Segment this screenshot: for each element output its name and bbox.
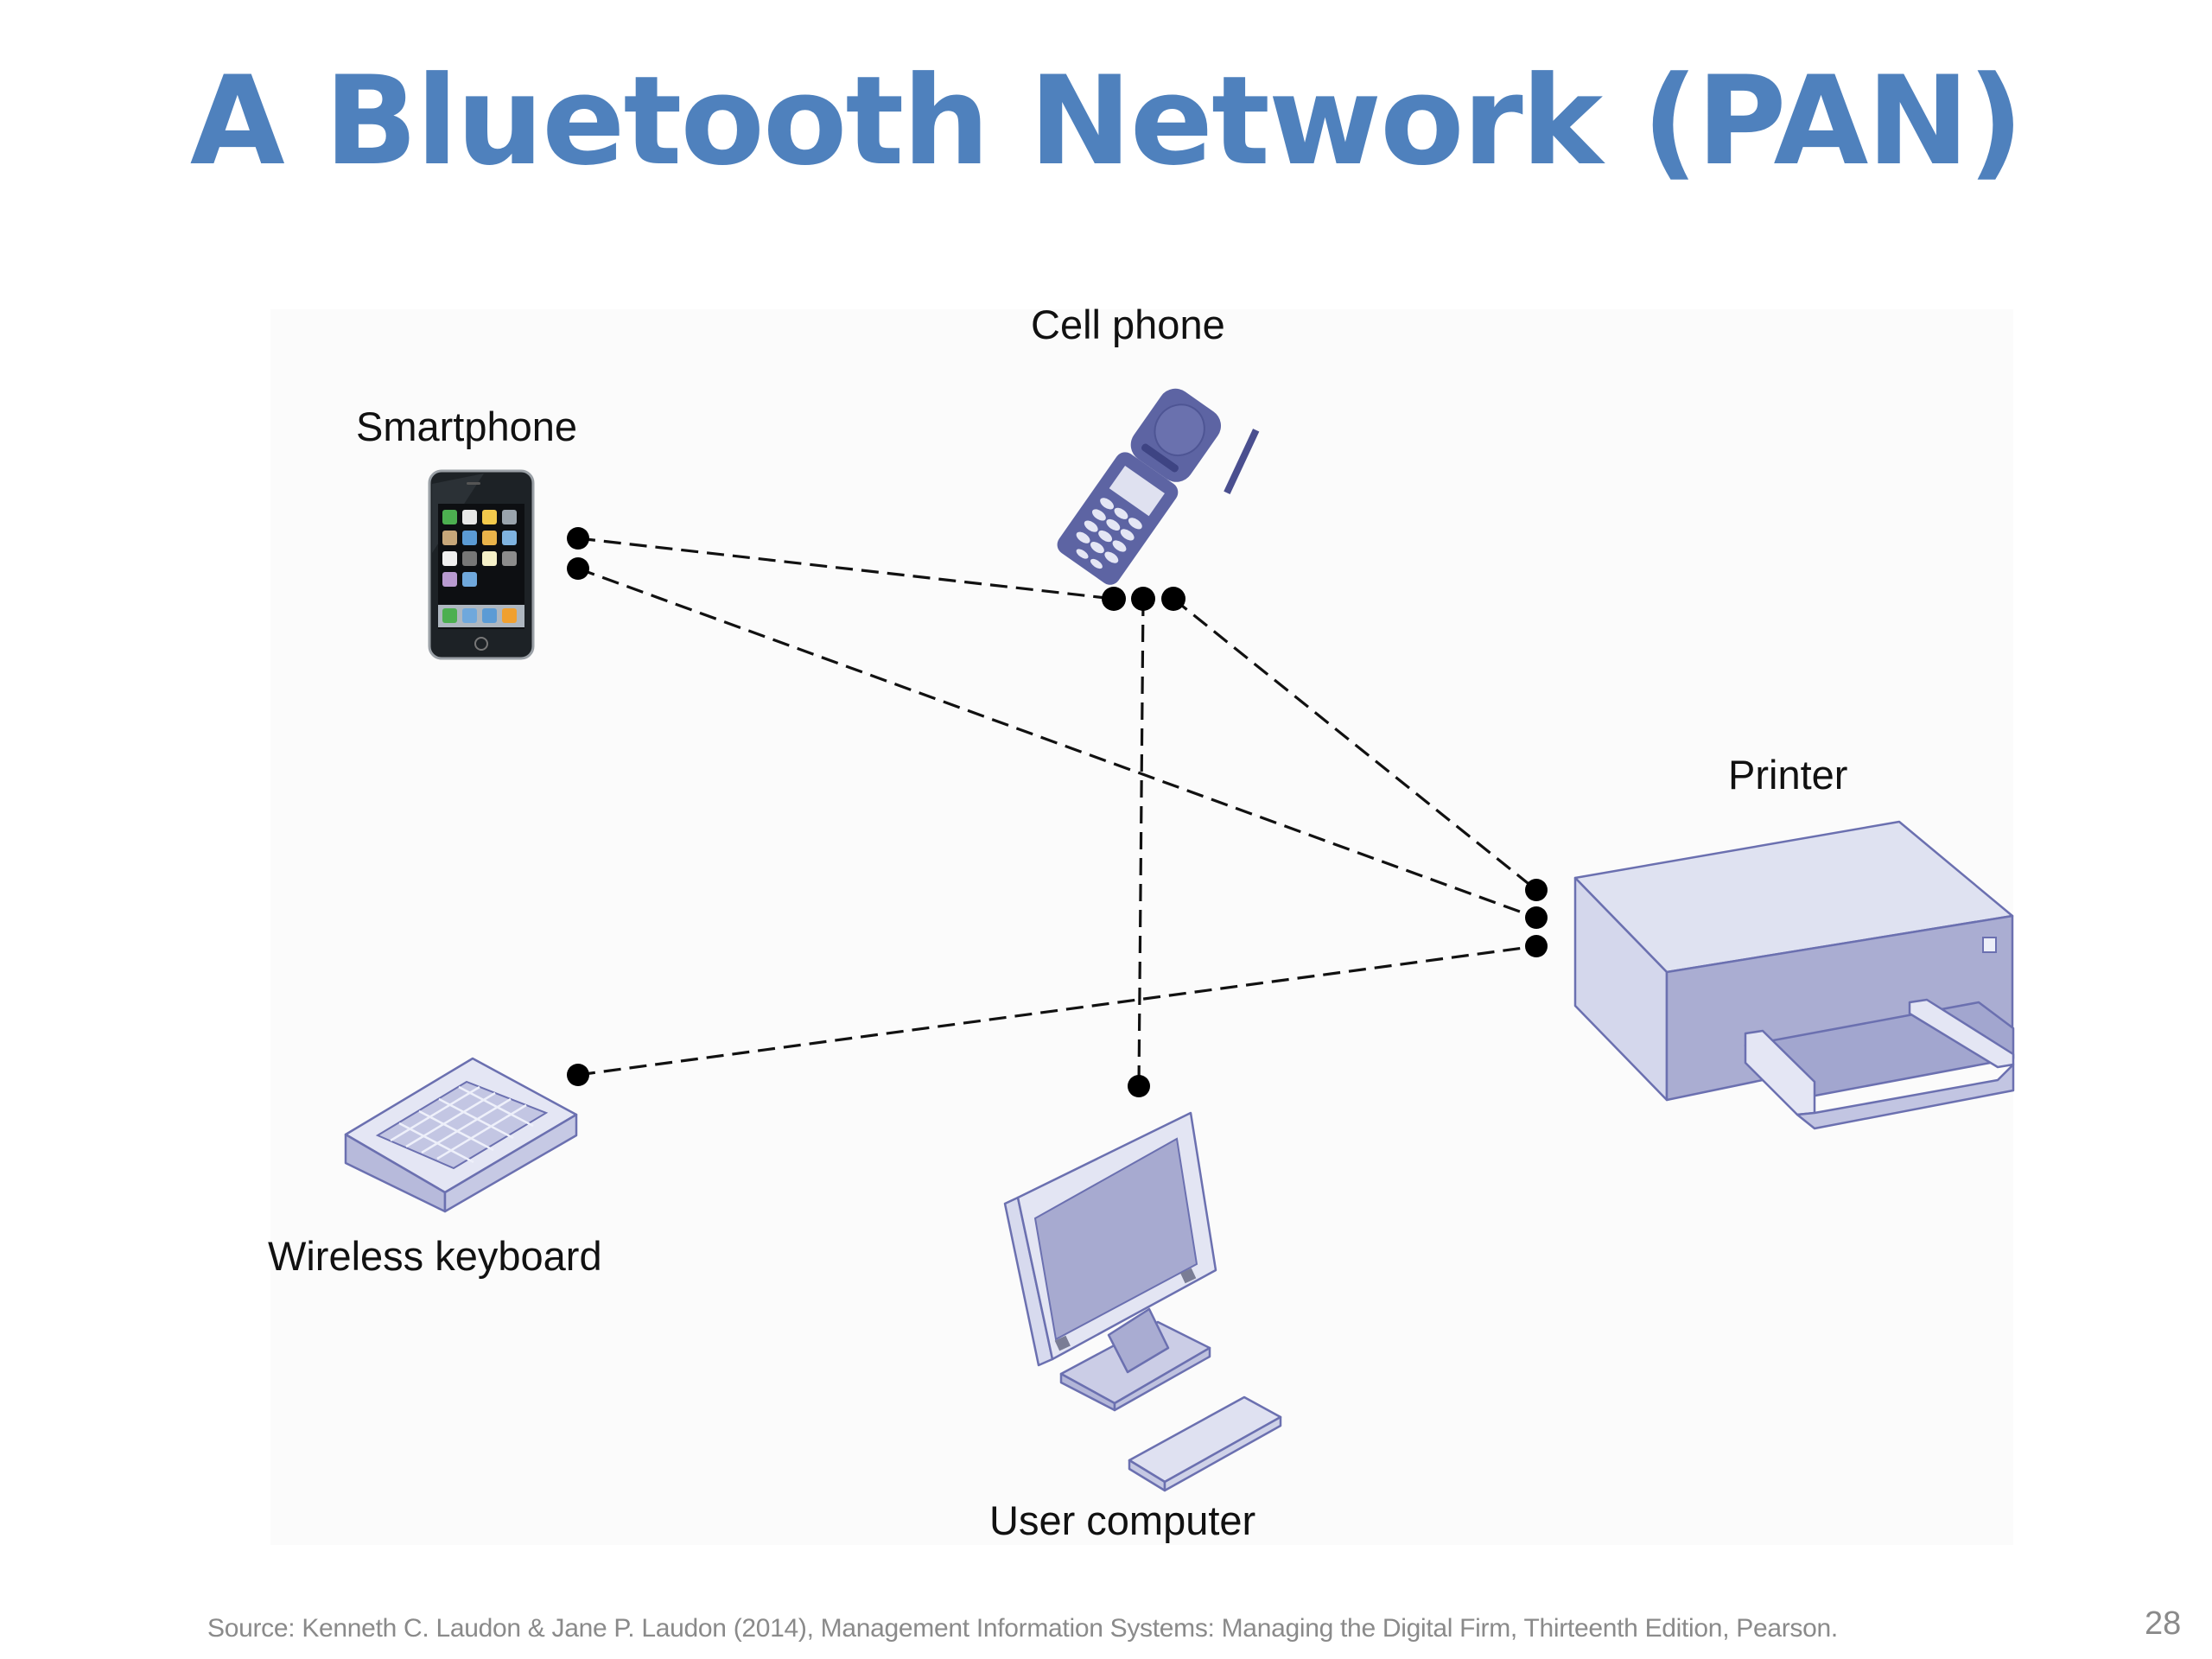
page-number: 28 xyxy=(2145,1605,2182,1642)
link-cellphone-printer xyxy=(1172,597,1538,892)
connections xyxy=(577,537,1538,1087)
source-citation: Source: Kenneth C. Laudon & Jane P. Laud… xyxy=(207,1614,1838,1643)
link-smartphone-cellphone xyxy=(577,537,1115,601)
label-user-computer: User computer xyxy=(989,1497,1255,1543)
node-computer xyxy=(1128,1075,1150,1097)
connection-nodes xyxy=(567,527,1548,1097)
node-keyboard xyxy=(567,1064,589,1086)
node-printer-1 xyxy=(1525,879,1548,901)
smartphone-icon xyxy=(428,469,535,660)
node-cellphone-3 xyxy=(1161,587,1185,611)
label-wireless-keyboard: Wireless keyboard xyxy=(268,1233,602,1279)
node-printer-2 xyxy=(1525,906,1548,929)
keyboard-icon xyxy=(344,1057,578,1213)
node-smartphone-2 xyxy=(567,557,589,580)
label-smartphone: Smartphone xyxy=(356,404,577,449)
printer-icon xyxy=(1573,820,2015,1130)
link-keyboard-printer xyxy=(577,944,1537,1077)
label-cell-phone: Cell phone xyxy=(1031,302,1225,347)
link-cellphone-computer xyxy=(1137,598,1145,1087)
slide-title: A Bluetooth Network (PAN) xyxy=(189,50,2024,193)
flip-phone-icon xyxy=(1057,388,1260,585)
desktop-computer-icon xyxy=(1003,1111,1282,1492)
label-printer: Printer xyxy=(1728,752,1847,798)
link-smartphone-printer xyxy=(577,567,1537,919)
node-cellphone-1 xyxy=(1102,587,1126,611)
node-printer-3 xyxy=(1525,935,1548,957)
node-cellphone-2 xyxy=(1131,587,1155,611)
node-smartphone-1 xyxy=(567,527,589,550)
